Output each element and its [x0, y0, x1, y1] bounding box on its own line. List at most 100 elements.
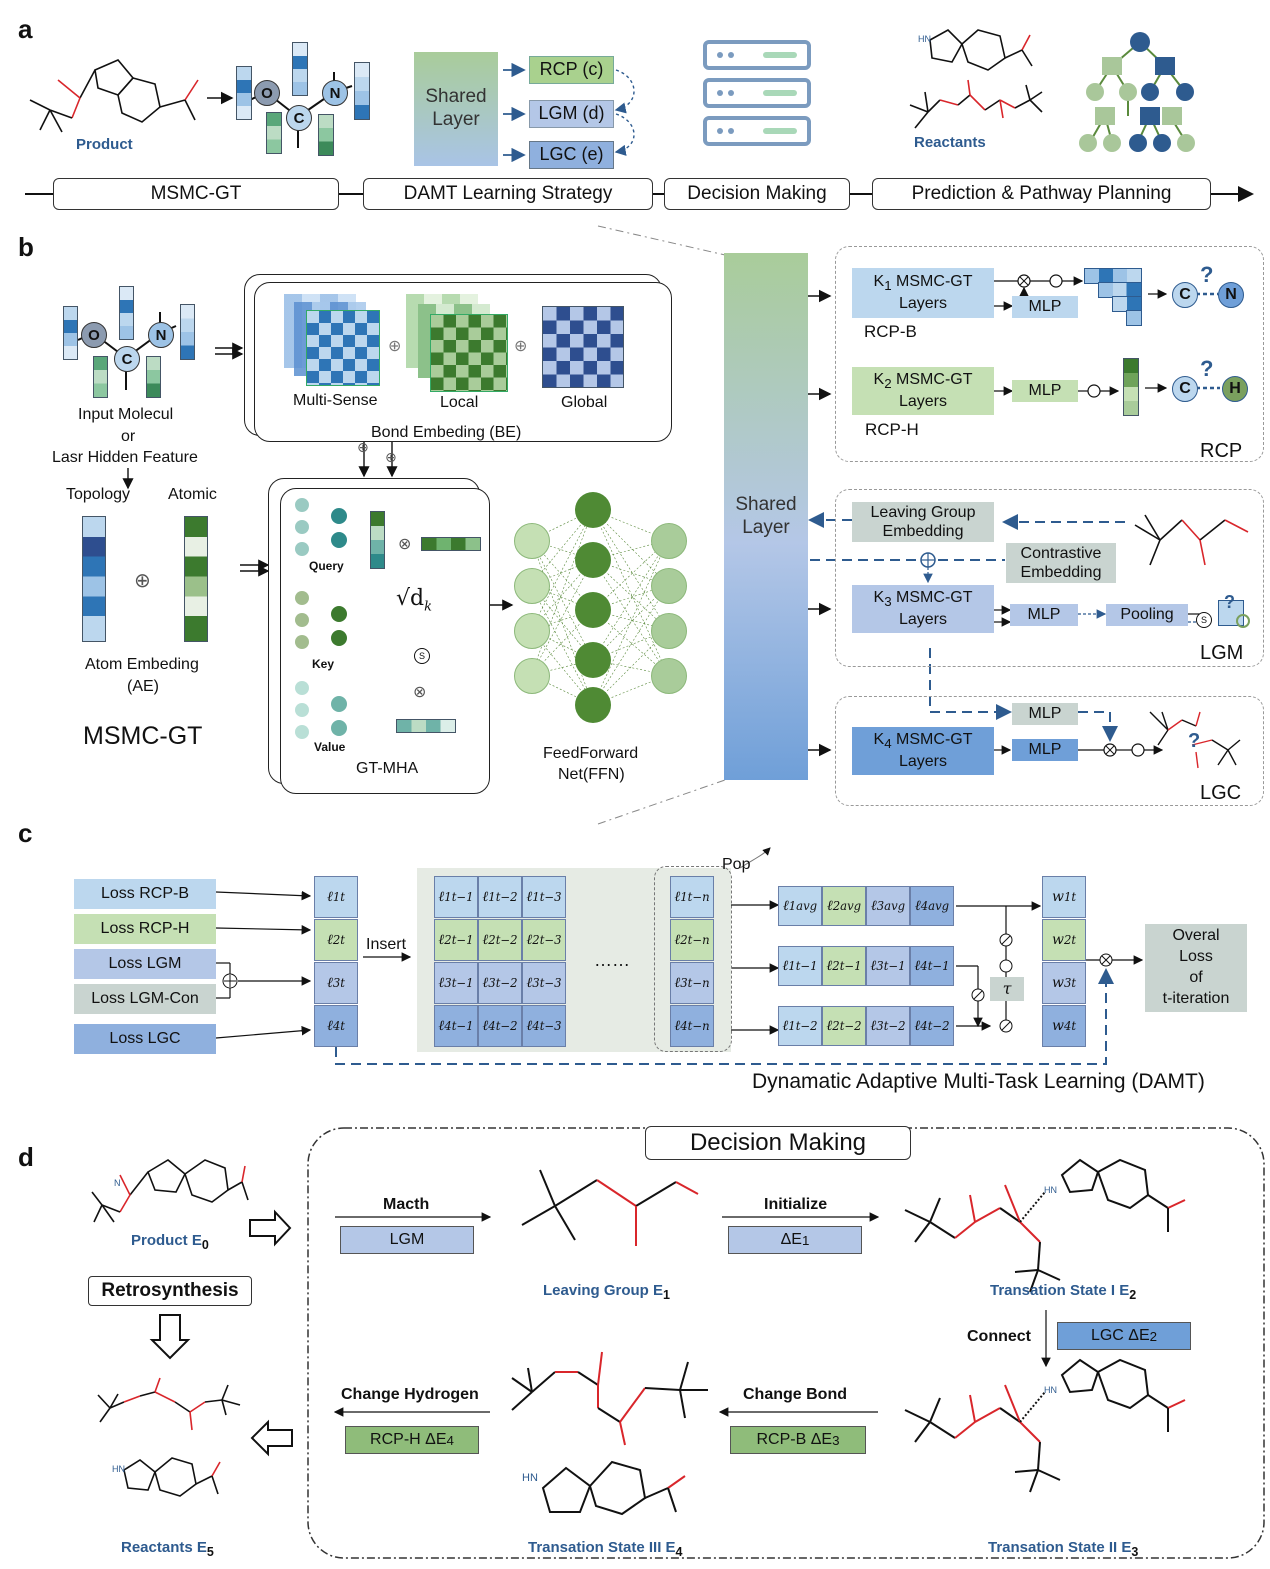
attention-node: [295, 542, 309, 556]
ffn-node: [514, 613, 550, 649]
loss-rcph: Loss RCP-H: [74, 914, 216, 944]
dm-ts2-molecule: [904, 1358, 1186, 1493]
tau-box: τ: [990, 977, 1024, 1001]
initialize-label: Initialize: [764, 1196, 828, 1213]
shared-layer-a: Shared Layer: [414, 52, 498, 166]
attention-node: [295, 613, 309, 627]
global-label: Global: [561, 394, 608, 411]
ffn-node: [651, 658, 687, 694]
multiply-icon: ⊗: [398, 536, 412, 553]
rcp-panel: [835, 246, 1264, 462]
rcpb-mlp: MLP: [1012, 296, 1078, 318]
dm-leaving-group: [521, 1169, 699, 1246]
rcph-atom-c: C: [1172, 376, 1198, 402]
attention-node: [331, 532, 347, 548]
sqrt-dk: √dk: [396, 586, 432, 615]
lgc-label: LGC: [1200, 782, 1242, 804]
loss-lgm-con: Loss LGM-Con: [74, 984, 216, 1014]
lgm-mlp: MLP: [1010, 604, 1078, 626]
multiply-icon: ⊗: [413, 684, 427, 701]
attention-node: [295, 681, 309, 695]
attention-node: [331, 508, 347, 524]
lgc-mlp: MLP: [1012, 739, 1078, 761]
pop-frame: [654, 866, 732, 1052]
product-label: Product: [76, 136, 133, 153]
search-box-icon: ?: [1216, 590, 1250, 630]
softmax-icon: S: [414, 648, 430, 664]
feature-vector: [292, 42, 308, 96]
feature-vector: [93, 356, 108, 398]
feature-vector: [236, 66, 252, 120]
topology-label: Topology: [66, 486, 131, 503]
match-box: LGM: [340, 1226, 474, 1254]
feature-vector: [146, 356, 161, 398]
gtmha-box: [280, 488, 490, 794]
damt-title: Dynamatic Adaptive Multi-Task Learning (…: [752, 1070, 1205, 1093]
reactant-boc2o-a: [909, 79, 1043, 129]
question-icon: ?: [1200, 356, 1214, 381]
feature-vector: [354, 62, 370, 120]
attention-node: [295, 703, 309, 717]
rcph-atom-h: H: [1222, 376, 1248, 402]
multisense-matrix: [306, 310, 380, 386]
ts3-e4-label: Transation State III E4: [528, 1539, 683, 1559]
server-icon: [703, 40, 813, 150]
head-rcp: RCP (c): [529, 56, 614, 84]
ffn-node: [651, 568, 687, 604]
attention-node: [295, 520, 309, 534]
atomic-label: Atomic: [168, 486, 217, 503]
attention-node: [295, 635, 309, 649]
atom-node-c: C: [114, 346, 140, 372]
ffn-node: [575, 542, 611, 578]
feature-vector: [266, 112, 282, 154]
atom-embedding-2: (AE): [127, 678, 159, 695]
query-vector: [370, 511, 385, 569]
ffn-node: [514, 568, 550, 604]
ffn-label-1: FeedForward: [543, 745, 639, 762]
hn-label: HN: [1044, 1185, 1057, 1195]
insert-label: Insert: [366, 936, 407, 953]
atom-node-n: N: [322, 80, 348, 106]
input-text-1: Input Molecul: [78, 406, 174, 423]
connect-label: Connect: [967, 1328, 1031, 1345]
dm-boc2o-middle: [511, 1351, 708, 1446]
ffn-node: [575, 492, 611, 528]
feature-vector: [180, 304, 195, 360]
query-label: Query: [309, 559, 344, 573]
pop-label: Pop: [722, 856, 751, 873]
lgc-panel: [835, 696, 1264, 806]
rcph-mlp: MLP: [1012, 380, 1078, 402]
feature-vector: [318, 114, 334, 156]
plus-icon: ⊕: [388, 338, 402, 355]
reactant-indole-a: [929, 29, 1033, 71]
value-vector: [396, 719, 456, 733]
plus-icon: ⊕: [385, 449, 397, 465]
input-text-3: Lasr Hidden Feature: [52, 449, 198, 466]
stage-decision: Decision Making: [664, 178, 850, 210]
ffn-label-2: Net(FFN): [558, 766, 625, 783]
ffn-node: [514, 523, 550, 559]
dm-ts3-molecule: [541, 1460, 686, 1516]
